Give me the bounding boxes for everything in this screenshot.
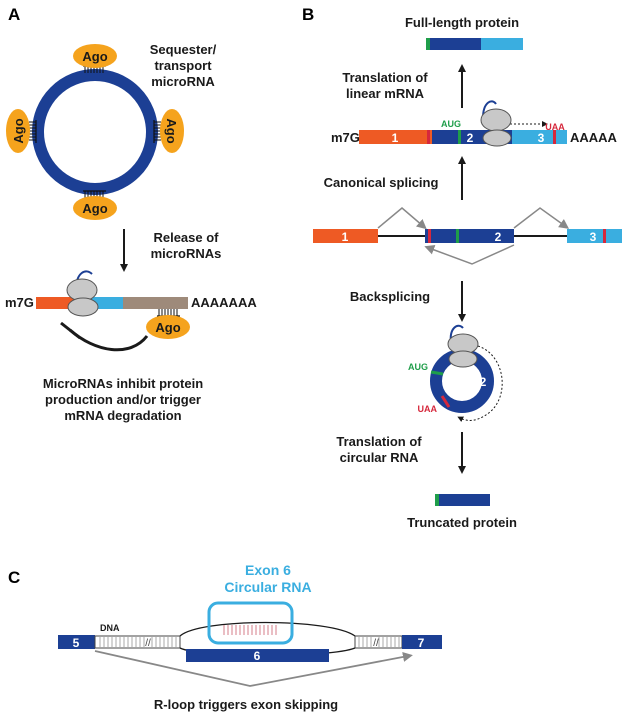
sequester-line-1: Sequester/: [150, 42, 217, 57]
ago-right-label: Ago: [164, 118, 179, 143]
circ-scan-arrow: [457, 345, 503, 423]
circ-rna-box: [207, 601, 294, 645]
pre-exon3-label: 3: [590, 230, 597, 244]
circ-aug-label: AUG: [408, 362, 428, 372]
dna-exon7-label: 7: [418, 636, 425, 650]
sequester-line-3: microRNA: [151, 74, 215, 89]
inhibit-line-3: mRNA degradation: [64, 408, 181, 423]
circ-uaa-label: UAA: [418, 404, 438, 414]
dna-exon6-label: 6: [254, 649, 261, 663]
mature-uaa-mark: [553, 130, 556, 144]
ago-top-shape: [73, 44, 117, 68]
dna-exon6: [186, 649, 329, 662]
release-line-2: microRNAs: [151, 246, 222, 261]
circ-aug-mark: [430, 370, 444, 376]
panel-a-label: A: [8, 5, 20, 24]
mature-exon2-label: 2: [467, 131, 474, 145]
ribosome-b-circular: [447, 324, 479, 368]
panel-a-polya: AAAAAAA: [191, 295, 257, 310]
inhibit-line-1: MicroRNAs inhibit protein: [43, 376, 203, 391]
truncated-label: Truncated protein: [407, 515, 517, 530]
dna-exon5-label: 5: [73, 636, 80, 650]
pre-uaa-mark: [603, 229, 606, 243]
backsplice-arrow: [424, 244, 515, 265]
sequester-line-2: transport: [154, 58, 212, 73]
panel-c-label: C: [8, 568, 20, 587]
panel-a-m7g: m7G: [5, 295, 34, 310]
canonical-splice-arrow-1: [377, 207, 427, 230]
mature-exon3-label: 3: [538, 131, 545, 145]
mature-mark-1: [427, 130, 430, 144]
dna-left-rungs: [99, 637, 177, 647]
truncated-protein-bar: [439, 494, 490, 506]
pre-exon2-label: 2: [495, 230, 502, 244]
ribosome-a: [66, 270, 99, 317]
ribosome-b-linear: [480, 100, 512, 147]
panel-b-m7g: m7G: [331, 130, 360, 145]
ago-bottom-shape: [73, 196, 117, 220]
rna-dna-hybrid: [223, 625, 277, 635]
pre-aug-mark: [456, 229, 459, 243]
rloop-label: R-loop triggers exon skipping: [154, 697, 338, 712]
truncated-protein-start: [435, 494, 439, 506]
canonical-label: Canonical splicing: [324, 175, 439, 190]
dna-break-left: //: [145, 638, 151, 649]
circular-rna-ring: [32, 69, 158, 195]
exon-skip-arrow: [94, 650, 413, 687]
ago-top: Ago: [73, 44, 117, 73]
translation-circ-line-1: Translation of: [336, 434, 422, 449]
pre-exon3: [567, 229, 622, 243]
exon6-line-2: Circular RNA: [224, 579, 311, 595]
ago-bound-label: Ago: [155, 320, 180, 335]
backsplicing-label: Backsplicing: [350, 289, 430, 304]
inhibit-line-2: production and/or trigger: [45, 392, 201, 407]
ago-right: Ago: [153, 109, 184, 153]
inhibition-curve: [69, 328, 149, 352]
full-protein-exon3: [481, 38, 523, 50]
pre-exon2: [425, 229, 514, 243]
exon6-line-1: Exon 6: [245, 562, 291, 578]
linear-aug-label: AUG: [441, 119, 461, 129]
translation-linear-line-2: linear mRNA: [346, 86, 425, 101]
mature-aug-mark: [458, 130, 461, 144]
pre-exon1: [313, 229, 378, 243]
ago-bound-shape: [146, 315, 190, 339]
translation-linear-line-1: Translation of: [342, 70, 428, 85]
linear-uaa-label: UAA: [545, 122, 565, 132]
ago-left-label: Ago: [11, 118, 26, 143]
ago-left-shape: [6, 109, 30, 153]
mature-exon1: [359, 130, 432, 144]
dna-right-rungs: [358, 637, 400, 647]
mature-exon1-label: 1: [392, 131, 399, 145]
dna-exon7: [402, 635, 442, 649]
translation-circ-line-2: circular RNA: [340, 450, 419, 465]
ago-left: Ago: [6, 109, 37, 153]
circ-exon2-label: 2: [480, 375, 487, 389]
pre-exon1-label: 1: [342, 230, 349, 244]
ago-top-label: Ago: [82, 49, 107, 64]
ago-bottom-label: Ago: [82, 201, 107, 216]
panel-b-polya: AAAAA: [570, 130, 618, 145]
ago-bound: Ago: [146, 309, 190, 339]
dna-break-right: //: [373, 638, 379, 649]
ago-bottom: Ago: [73, 190, 117, 220]
ago-right-shape: [160, 109, 184, 153]
circ-uaa-mark: [440, 395, 451, 408]
panel-b-label: B: [302, 5, 314, 24]
full-protein-exon2: [430, 38, 481, 50]
dna-label: DNA: [100, 623, 120, 633]
full-protein-start: [426, 38, 430, 50]
mrna-3utr: [123, 297, 188, 309]
release-line-1: Release of: [153, 230, 219, 245]
full-length-label: Full-length protein: [405, 15, 519, 30]
rloop-top-strand: [179, 621, 356, 637]
dna-exon5: [58, 635, 95, 649]
inhibition-bar: [60, 321, 81, 340]
canonical-splice-arrow-2: [513, 207, 570, 229]
pre-mark-1: [428, 229, 431, 243]
